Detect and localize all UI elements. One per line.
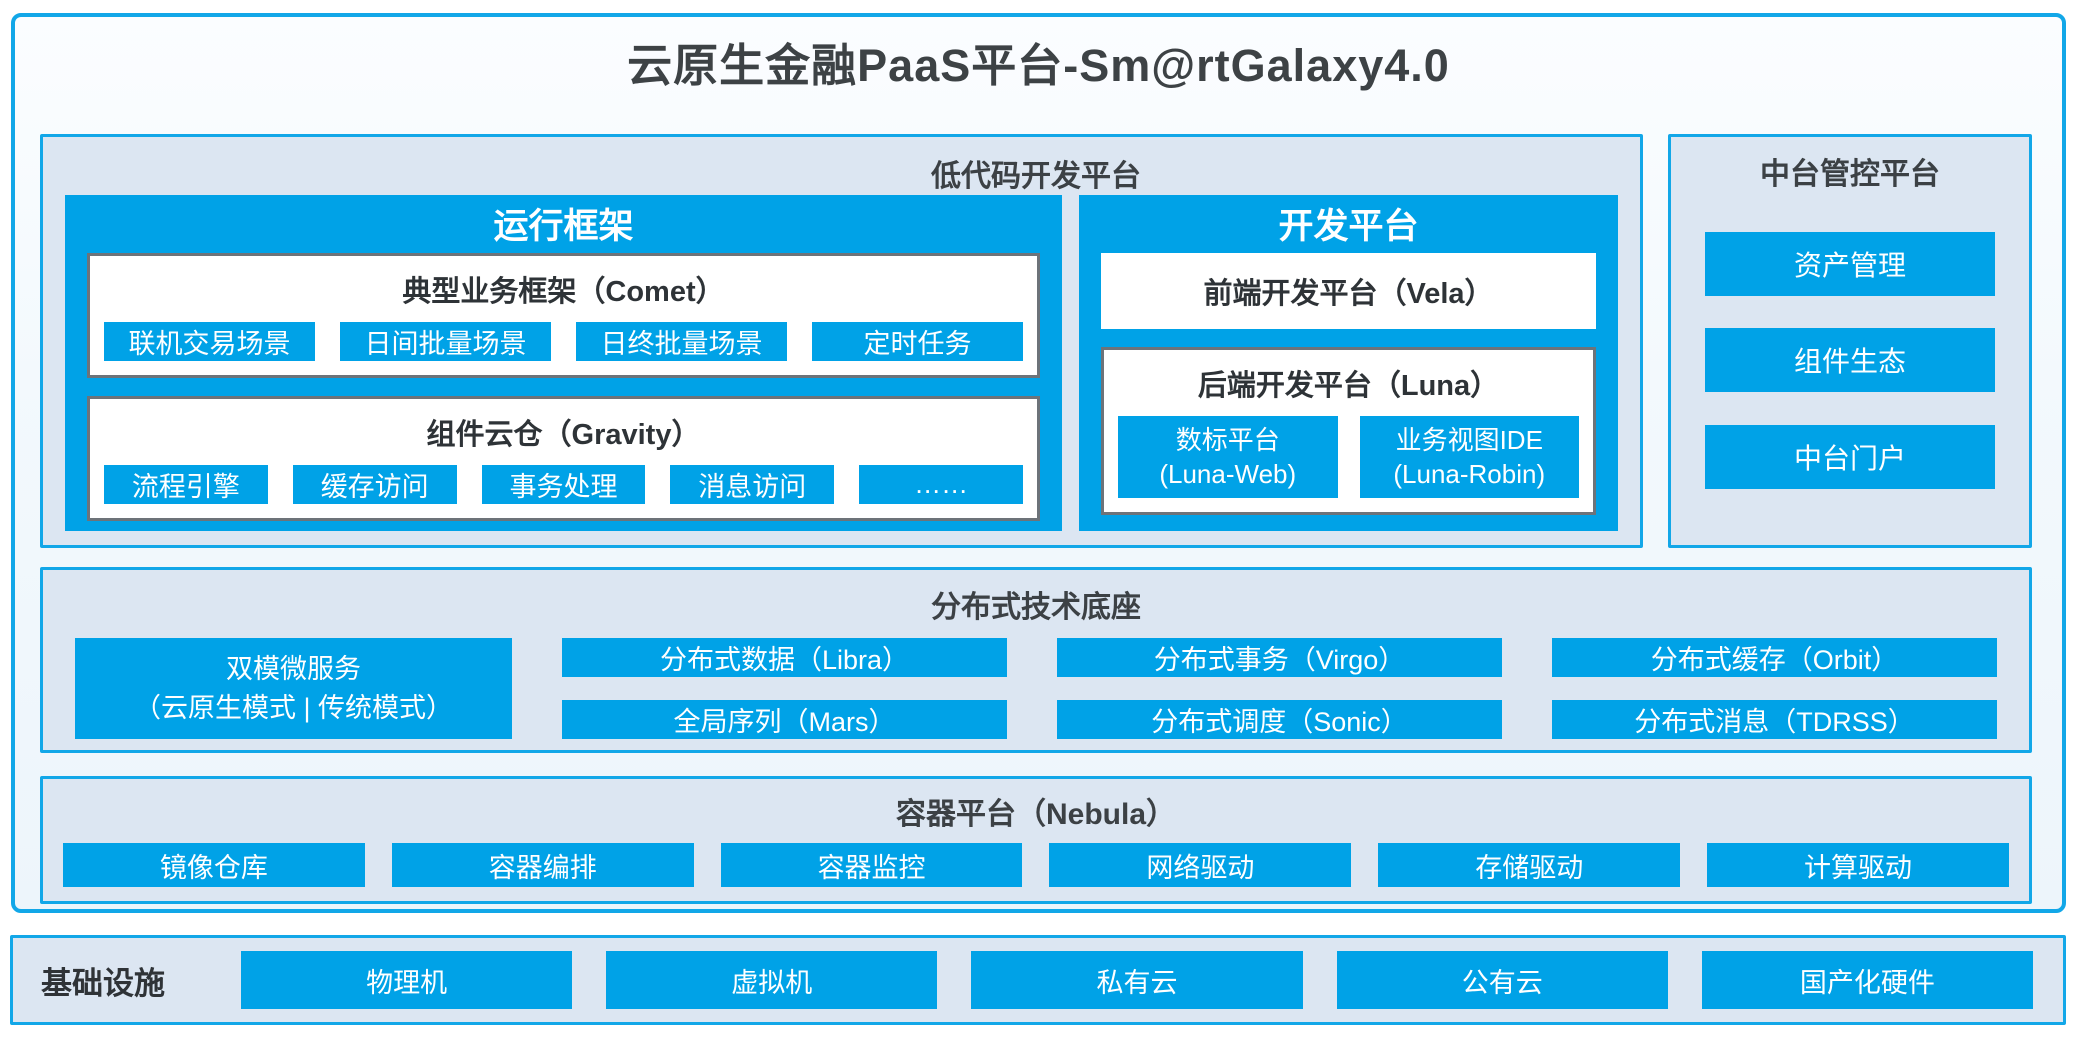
block-global-sequence: 全局序列（Mars）	[562, 700, 1007, 739]
distributed-column-2: 分布式事务（Virgo） 分布式调度（Sonic）	[1057, 638, 1502, 739]
section-mid-control-platform: 中台管控平台 资产管理 组件生态 中台门户	[1668, 134, 2032, 548]
block-distributed-data: 分布式数据（Libra）	[562, 638, 1007, 677]
group-comet: 典型业务框架（Comet） 联机交易场景 日间批量场景 日终批量场景 定时任务	[87, 253, 1040, 378]
block-data-standard-platform: 数标平台 (Luna-Web)	[1118, 416, 1338, 498]
group-luna-title: 后端开发平台（Luna）	[1197, 370, 1500, 402]
container-platform-blocks: 镜像仓库 容器编排 容器监控 网络驱动 存储驱动 计算驱动	[43, 833, 2029, 901]
block-container-orchestration: 容器编排	[391, 843, 694, 887]
group-luna: 后端开发平台（Luna） 数标平台 (Luna-Web) 业务视图IDE (Lu…	[1101, 347, 1596, 515]
section-container-platform: 容器平台（Nebula） 镜像仓库 容器编排 容器监控 网络驱动 存储驱动 计算…	[40, 776, 2032, 904]
block-public-cloud: 公有云	[1336, 951, 1668, 1009]
block-middle-platform-portal: 中台门户	[1705, 424, 1995, 489]
block-label: 数标平台	[1175, 424, 1280, 455]
block-distributed-transaction: 分布式事务（Virgo）	[1057, 638, 1502, 677]
block-message-access: 消息访问	[670, 465, 835, 504]
block-asset-management: 资产管理	[1705, 231, 1995, 296]
block-distributed-cache: 分布式缓存（Orbit）	[1552, 638, 1997, 677]
block-compute-driver: 计算驱动	[1707, 843, 2009, 887]
container-platform-title: 容器平台（Nebula）	[895, 798, 1177, 831]
mid-control-title: 中台管控平台	[1760, 158, 1940, 191]
mid-control-blocks: 资产管理 组件生态 中台门户	[1671, 193, 2029, 545]
block-eod-batch-scenario: 日终批量场景	[576, 322, 787, 361]
section-low-code-platform: 运行框架 典型业务框架（Comet） 联机交易场景 日间批量场景 日终批量场景 …	[40, 134, 1643, 548]
distributed-column-3: 分布式缓存（Orbit） 分布式消息（TDRSS）	[1552, 638, 1997, 739]
group-gravity: 组件云仓（Gravity） 流程引擎 缓存访问 事务处理 消息访问 ……	[87, 396, 1040, 521]
block-dual-mode-microservice: 双模微服务 （云原生模式 | 传统模式）	[75, 638, 512, 739]
comet-blocks: 联机交易场景 日间批量场景 日终批量场景 定时任务	[104, 322, 1023, 361]
block-sublabel: (Luna-Web)	[1159, 459, 1297, 489]
block-cache-access: 缓存访问	[292, 465, 457, 504]
panel-runtime-framework: 运行框架 典型业务框架（Comet） 联机交易场景 日间批量场景 日终批量场景 …	[65, 195, 1062, 531]
luna-blocks: 数标平台 (Luna-Web) 业务视图IDE (Luna-Robin)	[1118, 416, 1579, 498]
block-process-engine: 流程引擎	[104, 465, 268, 504]
block-virtual-machine: 虚拟机	[606, 951, 938, 1009]
runtime-framework-title: 运行框架	[493, 207, 634, 246]
block-label: 业务视图IDE	[1395, 424, 1543, 455]
block-online-trading-scenario: 联机交易场景	[104, 322, 315, 361]
dev-platform-title: 开发平台	[1278, 207, 1419, 246]
block-daytime-batch-scenario: 日间批量场景	[340, 322, 551, 361]
block-distributed-scheduling: 分布式调度（Sonic）	[1057, 700, 1502, 739]
section-infrastructure: 基础设施 物理机 虚拟机 私有云 公有云 国产化硬件	[10, 935, 2066, 1025]
block-distributed-message: 分布式消息（TDRSS）	[1552, 700, 1997, 739]
block-frontend-dev-platform-vela: 前端开发平台（Vela）	[1101, 253, 1596, 329]
platform-container: 云原生金融PaaS平台-Sm@rtGalaxy4.0 低代码开发平台 运行框架 …	[11, 13, 2066, 913]
page-title: 云原生金融PaaS平台-Sm@rtGalaxy4.0	[627, 40, 1450, 91]
block-container-monitoring: 容器监控	[720, 843, 1023, 887]
block-component-ecosystem: 组件生态	[1705, 328, 1995, 392]
block-transaction-processing: 事务处理	[481, 465, 646, 504]
block-sublabel: （云原生模式 | 传统模式）	[133, 692, 454, 723]
group-comet-title: 典型业务框架（Comet）	[402, 276, 725, 308]
block-physical-machine: 物理机	[241, 951, 573, 1009]
section-distributed-base: 分布式技术底座 双模微服务 （云原生模式 | 传统模式） 分布式数据（Libra…	[40, 567, 2032, 753]
block-domestic-hardware: 国产化硬件	[1701, 951, 2034, 1009]
block-business-view-ide: 业务视图IDE (Luna-Robin)	[1359, 416, 1579, 498]
panel-dev-platform: 开发平台 前端开发平台（Vela） 后端开发平台（Luna） 数标平台 (Lun…	[1079, 195, 1618, 531]
infrastructure-blocks: 物理机 虚拟机 私有云 公有云 国产化硬件	[241, 951, 2034, 1009]
block-scheduled-tasks: 定时任务	[812, 322, 1023, 361]
block-network-driver: 网络驱动	[1049, 843, 1352, 887]
block-private-cloud: 私有云	[971, 951, 1303, 1009]
block-label: 双模微服务	[226, 654, 361, 685]
distributed-column-1: 分布式数据（Libra） 全局序列（Mars）	[562, 638, 1007, 739]
block-sublabel: (Luna-Robin)	[1393, 459, 1546, 489]
gravity-blocks: 流程引擎 缓存访问 事务处理 消息访问 ……	[104, 465, 1023, 504]
block-ellipsis: ……	[859, 465, 1023, 504]
infrastructure-title: 基础设施	[41, 965, 165, 1001]
top-row: 低代码开发平台 运行框架 典型业务框架（Comet） 联机交易场景 日间批量场景…	[40, 134, 2032, 548]
group-gravity-title: 组件云仓（Gravity）	[426, 419, 701, 451]
distributed-blocks: 双模微服务 （云原生模式 | 传统模式） 分布式数据（Libra） 全局序列（M…	[43, 626, 2029, 753]
distributed-base-title: 分布式技术底座	[931, 591, 1141, 624]
block-image-registry: 镜像仓库	[63, 843, 365, 887]
block-storage-driver: 存储驱动	[1378, 843, 1681, 887]
